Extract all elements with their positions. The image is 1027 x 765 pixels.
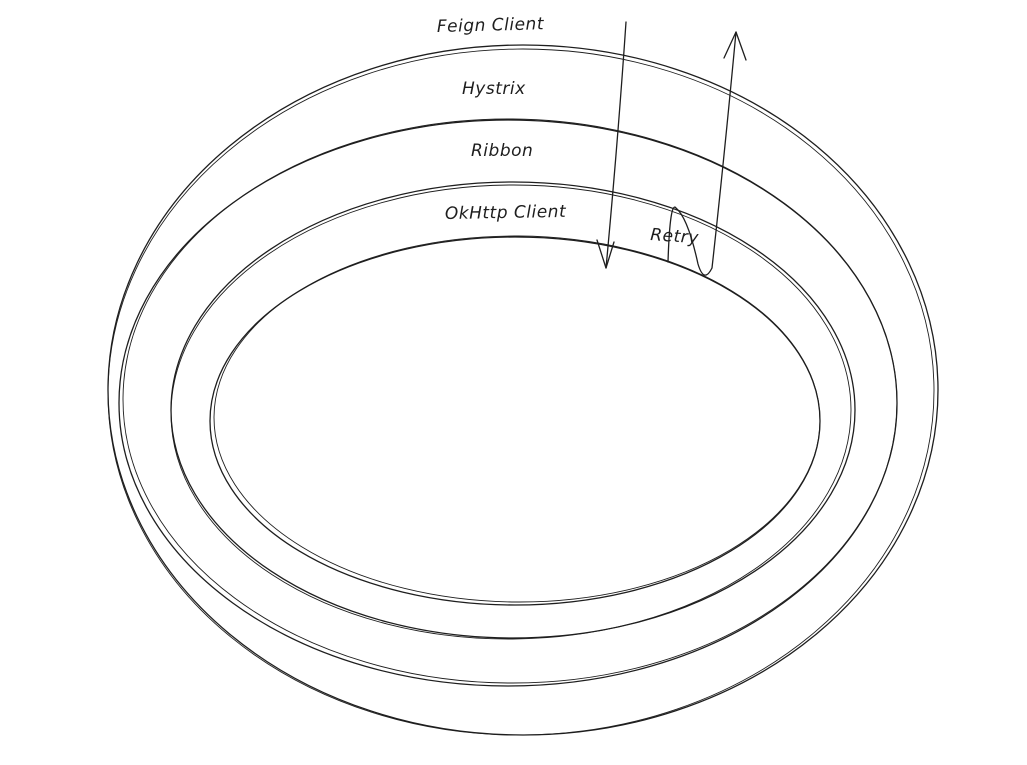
request-arrow-down [596,21,627,269]
layer-label-feign-client: Feign Client [437,14,545,37]
okhttp-client-ring [209,235,821,606]
hystrix-ring [118,118,898,687]
retry-label: Retry [650,225,700,248]
layer-label-hystrix: Hystrix [462,79,526,99]
layer-label-okhttp-client: OkHttp Client [445,202,567,224]
retry-loop-arrow [667,31,747,276]
ribbon-ring [170,181,856,640]
feign-client-ring [107,44,939,736]
layer-label-ribbon: Ribbon [471,141,533,161]
